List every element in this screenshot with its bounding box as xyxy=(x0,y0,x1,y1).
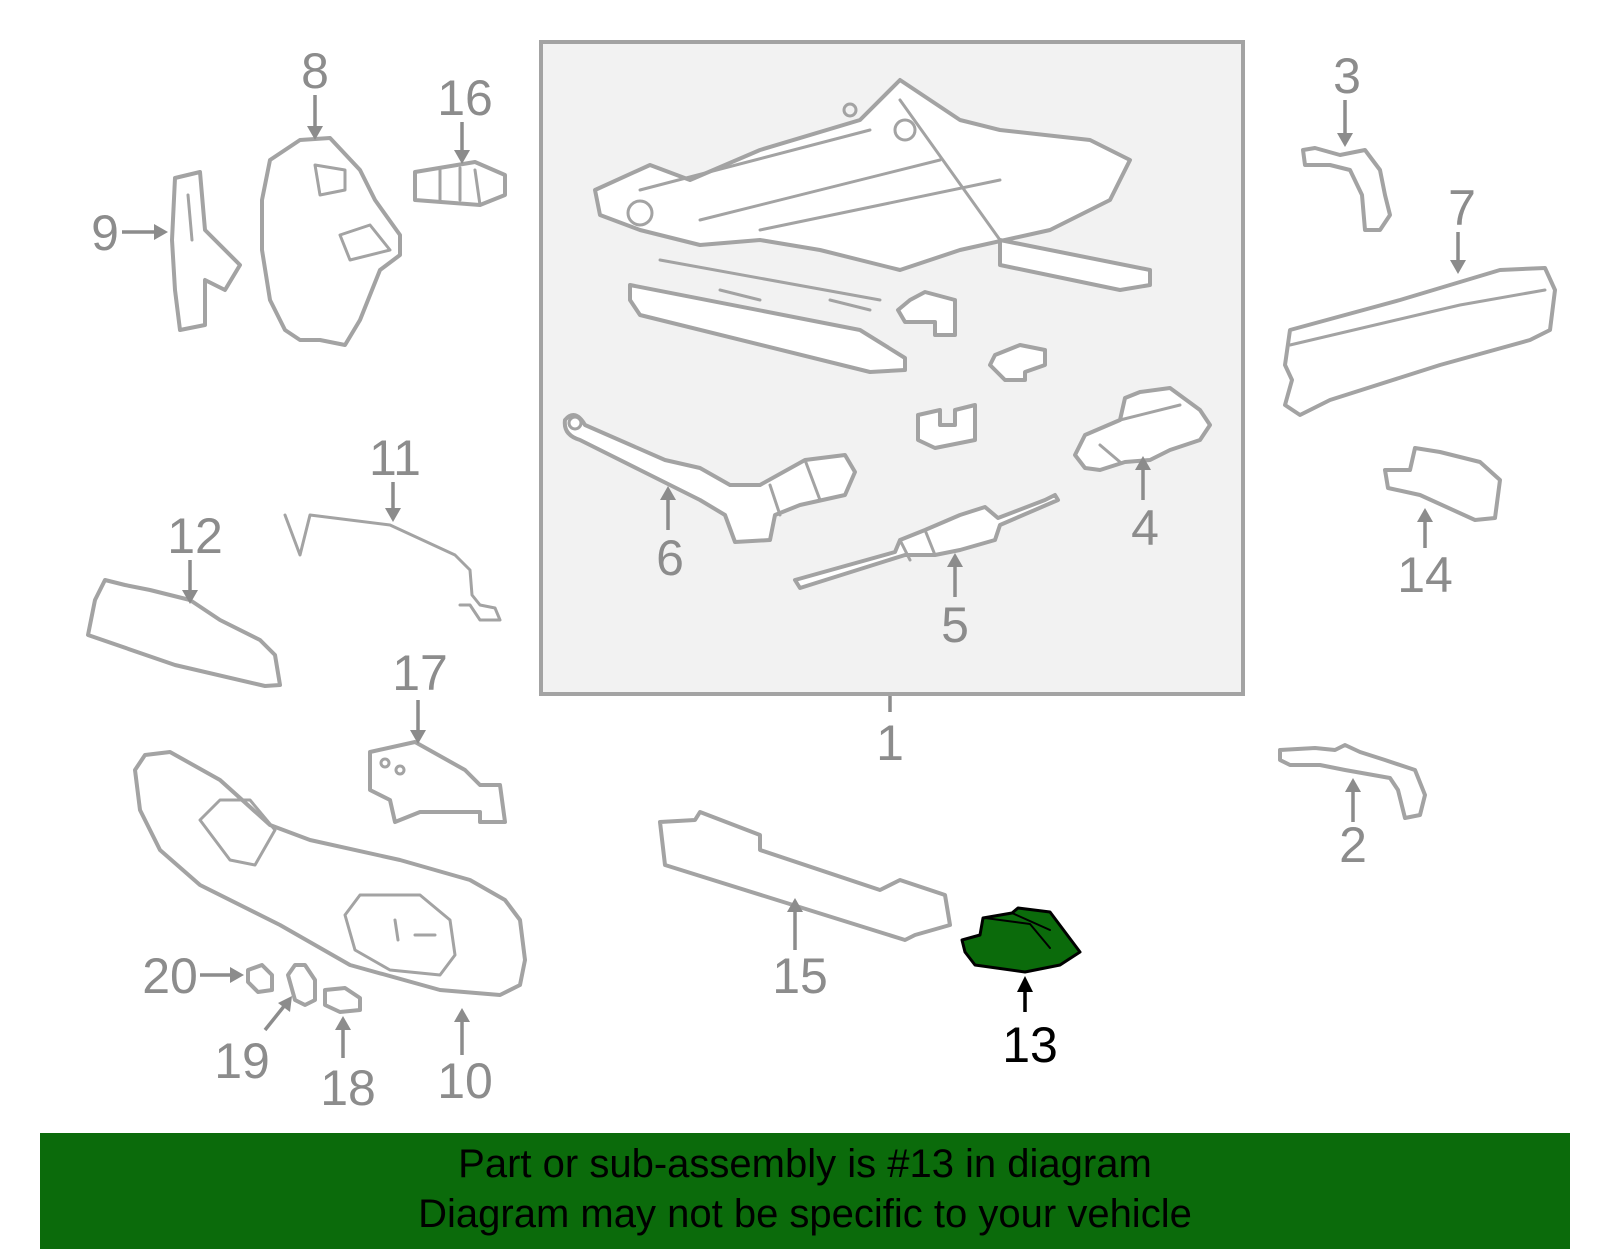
label-19: 19 xyxy=(214,1033,270,1089)
label-18: 18 xyxy=(320,1060,376,1116)
part-9-bracket[interactable] xyxy=(170,170,242,332)
label-10: 10 xyxy=(437,1053,493,1109)
label-8: 8 xyxy=(301,43,329,99)
label-11: 11 xyxy=(369,430,421,486)
part-4-actuator[interactable] xyxy=(1073,386,1212,472)
part-11-wire-rod[interactable] xyxy=(283,513,502,622)
label-14: 14 xyxy=(1397,547,1453,603)
label-3: 3 xyxy=(1333,48,1361,104)
part-18-knob[interactable] xyxy=(323,986,362,1014)
label-12: 12 xyxy=(167,508,223,564)
leader-lines xyxy=(122,95,1466,1058)
banner-line-1: Part or sub-assembly is #13 in diagram xyxy=(458,1142,1152,1186)
info-banner: Part or sub-assembly is #13 in diagram D… xyxy=(40,1133,1570,1249)
part-2-bracket[interactable] xyxy=(1278,743,1427,820)
part-1-seat-frame[interactable] xyxy=(593,78,1152,450)
label-20: 20 xyxy=(142,948,198,1004)
part-10-side-shield[interactable] xyxy=(133,750,527,997)
banner-line-2: Diagram may not be specific to your vehi… xyxy=(418,1192,1192,1236)
label-13: 13 xyxy=(1002,1017,1058,1073)
label-9: 9 xyxy=(91,205,119,261)
part-19-knob[interactable] xyxy=(286,963,317,1007)
part-14-cover[interactable] xyxy=(1383,446,1502,522)
part-8-side-cover[interactable] xyxy=(260,136,402,347)
label-6: 6 xyxy=(656,530,684,586)
part-13-highlighted[interactable] xyxy=(960,906,1082,974)
part-17-bracket[interactable] xyxy=(368,740,507,824)
part-3-bracket[interactable] xyxy=(1301,146,1392,232)
part-7-trim[interactable] xyxy=(1283,266,1557,417)
part-5-screw-drive[interactable] xyxy=(793,493,1060,590)
label-16: 16 xyxy=(437,70,493,126)
label-17: 17 xyxy=(392,645,448,701)
label-7: 7 xyxy=(1448,180,1476,236)
part-20-knob[interactable] xyxy=(246,963,274,994)
label-2: 2 xyxy=(1339,817,1367,873)
label-4: 4 xyxy=(1131,500,1159,556)
part-15-rail-cover[interactable] xyxy=(658,810,952,942)
label-1: 1 xyxy=(876,715,904,771)
part-12-trim[interactable] xyxy=(86,578,282,688)
callout-labels: 8 16 9 3 7 11 12 6 4 5 14 1 17 2 15 13 2… xyxy=(91,43,1476,1116)
label-15: 15 xyxy=(772,948,828,1004)
part-6-motor-linkage[interactable] xyxy=(562,413,857,544)
label-5: 5 xyxy=(941,597,969,653)
